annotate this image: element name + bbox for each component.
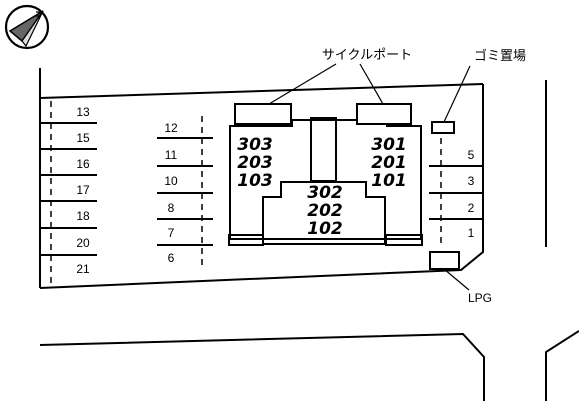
garbage-station-label: ゴミ置場 [474,48,526,64]
parking-space-label: 10 [164,174,178,188]
unit-number: 203 [237,153,273,173]
lpg-tank [429,251,460,270]
parking-space-label: 16 [76,157,90,171]
lpg-label: LPG [468,291,492,305]
parking-space-label: 8 [168,201,175,215]
cycle-port [234,103,412,125]
unit-numbers-center: 302 202 102 [307,183,343,239]
parking-space-label: 2 [468,201,475,215]
unit-number: 102 [307,219,343,239]
cycle-port-label: サイクルポート [322,48,412,63]
parking-space-label: 6 [168,251,175,265]
parking-space-label: 15 [76,131,90,145]
unit-number: 301 [371,135,407,155]
parking-space-label: 21 [76,262,90,276]
parking-space-label: 17 [76,183,90,197]
lot-boundary [39,68,484,289]
unit-number: 103 [237,171,273,191]
unit-number: 101 [371,171,407,191]
north-compass-icon [4,4,50,50]
unit-numbers-left: 303 203 103 [237,135,273,191]
parking-space-label: 7 [168,226,175,240]
parking-space-label: 5 [468,148,475,162]
lpg-leader-line [443,268,470,291]
unit-numbers-right: 301 201 101 [371,135,407,191]
unit-number: 201 [371,153,407,173]
parking-space-label: 20 [76,236,90,250]
unit-number: 302 [307,183,343,203]
parking-space-label: 11 [165,148,178,162]
parking-space-label: 1 [468,226,475,240]
parking-space-label: 3 [468,174,475,188]
parking-west: 13 15 16 17 18 20 21 [40,101,97,283]
parking-space-label: 12 [164,121,178,135]
parking-middle: 12 11 10 8 7 6 [157,116,213,268]
unit-number: 303 [237,135,273,155]
cycle-port-leader-lines [268,63,384,105]
parking-space-label: 13 [76,105,90,119]
garbage-leader-line [443,65,471,123]
road-edges [39,80,579,401]
garbage-station [431,121,455,134]
parking-space-label: 18 [76,209,90,223]
unit-number: 202 [307,201,343,221]
parking-east: 5 3 2 1 [429,138,483,248]
